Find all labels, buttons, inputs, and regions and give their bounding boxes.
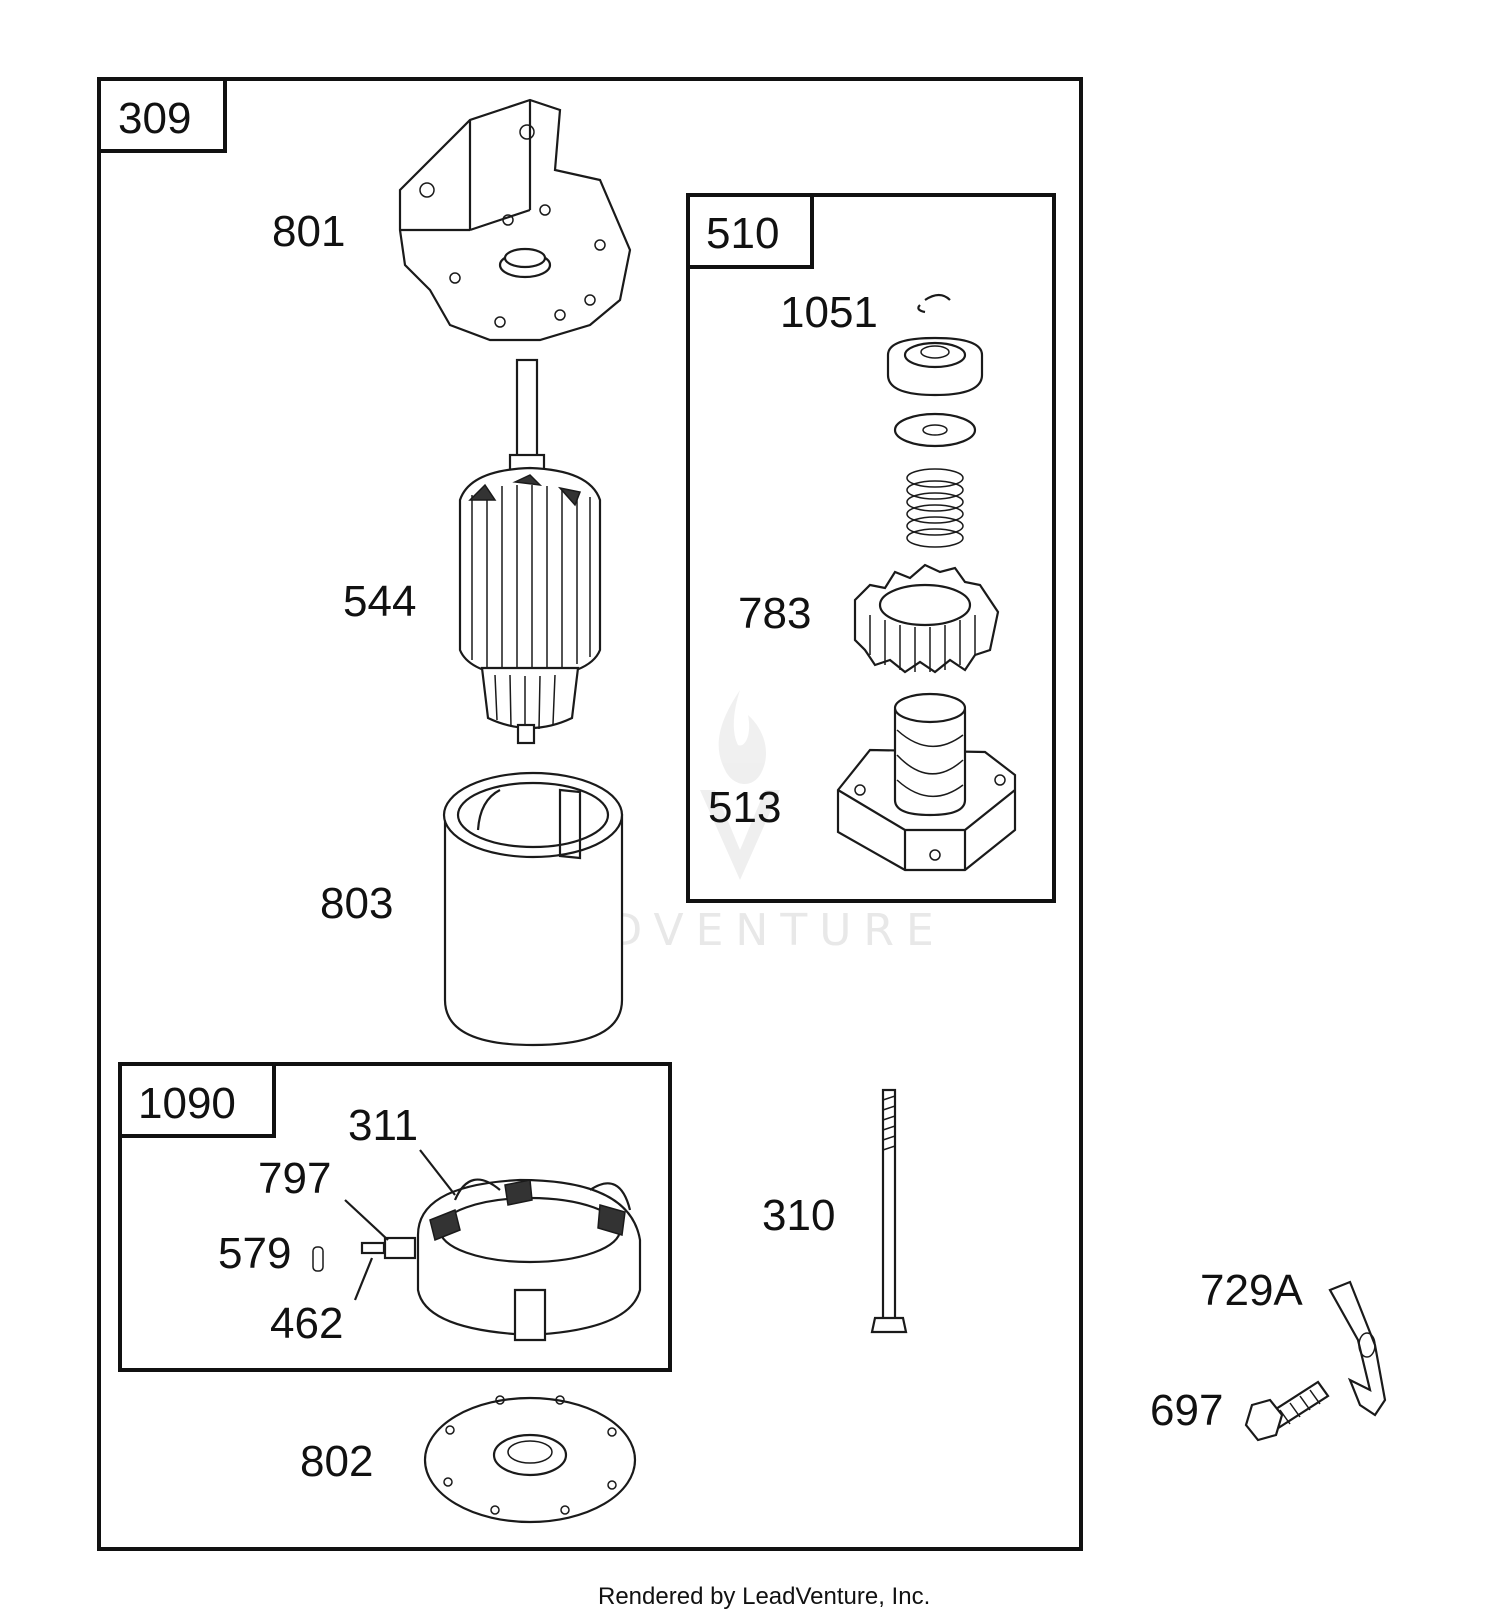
footer-credit: Rendered by LeadVenture, Inc. (598, 1583, 930, 1610)
leader-797 (344, 1199, 389, 1241)
label-1051: 1051 (780, 288, 878, 337)
part-802-end-plate (423, 1395, 637, 1524)
group-510-frame (686, 193, 1056, 903)
part-803-housing (442, 771, 624, 1047)
part-797-terminal-stud (360, 1236, 417, 1260)
part-311-brush-holder (416, 1178, 642, 1342)
part-801-end-cap (398, 98, 632, 342)
label-311: 311 (348, 1101, 418, 1150)
part-697-screw (1244, 1380, 1330, 1442)
label-310: 310 (762, 1191, 835, 1240)
label-801: 801 (272, 207, 345, 256)
part-510-washer (893, 412, 977, 448)
label-697: 697 (1150, 1386, 1223, 1435)
label-544: 544 (343, 577, 416, 626)
group-510-label: 510 (706, 209, 779, 258)
label-729a: 729A (1200, 1266, 1303, 1315)
part-310-through-bolt (870, 1088, 908, 1334)
group-510-tag (686, 193, 814, 269)
part-513-helix-drive (836, 692, 1017, 872)
label-462: 462 (270, 1299, 343, 1348)
group-1090-tag (118, 1062, 276, 1138)
label-802: 802 (300, 1437, 373, 1486)
part-729a-bracket (1328, 1280, 1387, 1417)
group-1090-frame (118, 1062, 672, 1372)
group-309-frame (97, 77, 1083, 1551)
label-783: 783 (738, 589, 811, 638)
part-783-pinion-gear (853, 563, 1000, 674)
label-803: 803 (320, 879, 393, 928)
leader-311 (419, 1149, 456, 1196)
label-513: 513 (708, 783, 781, 832)
leader-462 (353, 1257, 374, 1301)
label-797: 797 (258, 1154, 331, 1203)
part-510-stop-collar (886, 336, 984, 397)
part-1051-retaining-ring (917, 293, 951, 314)
group-309-label: 309 (118, 94, 191, 143)
part-579-nut (312, 1246, 324, 1272)
group-1090-label: 1090 (138, 1079, 236, 1128)
part-510-spring (906, 468, 964, 548)
label-579: 579 (218, 1229, 291, 1278)
part-544-armature (458, 358, 602, 745)
group-309-tag (97, 77, 227, 153)
